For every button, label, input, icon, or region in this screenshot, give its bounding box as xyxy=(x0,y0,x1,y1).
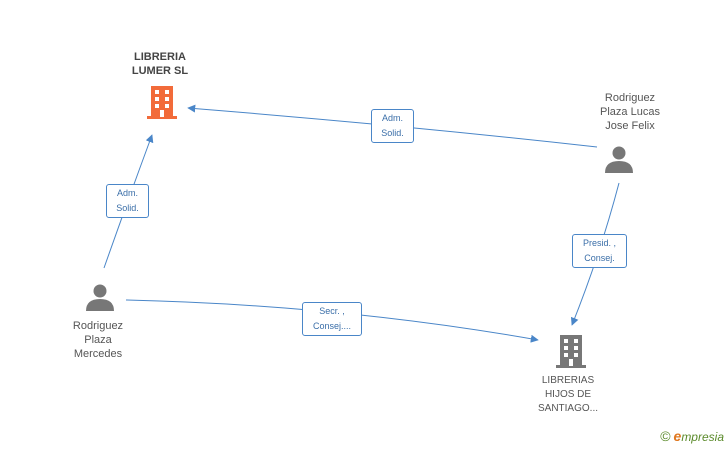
building-icon[interactable] xyxy=(556,335,586,368)
role-badge-lucas-hijos[interactable]: Presid. , Consej. xyxy=(572,234,627,268)
node-label-line: HIJOS DE xyxy=(544,389,592,400)
node-label-line: SANTIAGO... xyxy=(537,403,598,414)
copyright-icon: © xyxy=(660,428,671,444)
person-icon[interactable] xyxy=(86,284,114,312)
brand-wordmark: empresia xyxy=(673,428,724,444)
role-line: Presid. , xyxy=(582,238,616,248)
role-line: Solid. xyxy=(116,203,139,213)
building-icon[interactable] xyxy=(147,86,177,119)
node-label-line: Rodriguez xyxy=(72,320,124,332)
role-line: Adm. xyxy=(381,113,403,123)
role-line: Solid. xyxy=(381,128,404,138)
person-name-mercedes[interactable]: Rodriguez Plaza Mercedes xyxy=(48,319,148,361)
company-name-libreria-lumer[interactable]: LIBRERIA LUMER SL xyxy=(110,50,210,78)
role-badge-mercedes-lumer[interactable]: Adm. Solid. xyxy=(106,184,149,218)
role-line: Adm. xyxy=(116,188,138,198)
role-line: Consej. xyxy=(584,253,615,263)
role-badge-mercedes-hijos[interactable]: Secr. , Consej.... xyxy=(302,302,362,336)
node-label-line: LUMER SL xyxy=(131,65,189,77)
node-label-line: LIBRERIA xyxy=(134,51,186,63)
person-icon[interactable] xyxy=(605,146,633,174)
node-label-line: Rodriguez xyxy=(604,92,656,104)
node-label-line: Mercedes xyxy=(73,348,123,360)
role-badge-lucas-lumer[interactable]: Adm. Solid. xyxy=(371,109,414,143)
role-line: Secr. , xyxy=(319,306,345,316)
node-label-line: Plaza xyxy=(84,334,112,346)
node-label-line: LIBRERIAS xyxy=(541,375,595,386)
company-name-librerias-hijos[interactable]: LIBRERIAS HIJOS DE SANTIAGO... xyxy=(518,374,618,416)
role-line: Consej.... xyxy=(312,321,352,331)
person-name-lucas[interactable]: Rodriguez Plaza Lucas Jose Felix xyxy=(580,91,680,133)
node-label-line: Plaza Lucas xyxy=(600,106,660,118)
node-label-line: Jose Felix xyxy=(605,120,655,132)
empresia-logo[interactable]: © empresia xyxy=(660,428,724,444)
